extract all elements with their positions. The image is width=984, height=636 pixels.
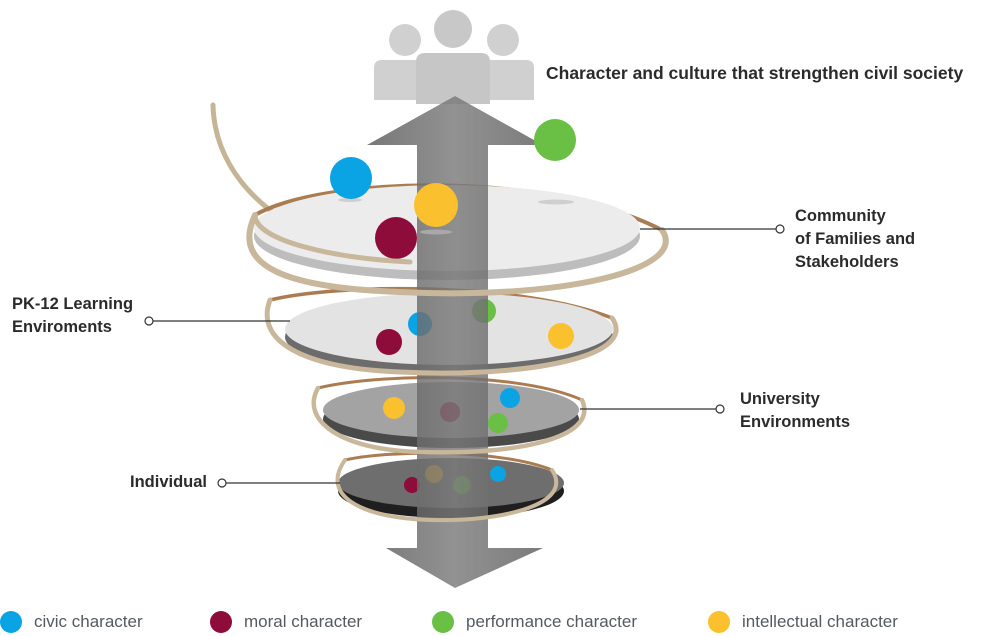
legend-label-intellectual: intellectual character bbox=[742, 612, 898, 631]
people-group-icon bbox=[374, 10, 534, 104]
label-community-line-2: of Families and bbox=[795, 230, 916, 248]
label-pk12-line-1: PK-12 Learning bbox=[12, 295, 134, 313]
label-community: Community of Families and Stakeholders bbox=[795, 205, 915, 274]
legend: civic character moral character performa… bbox=[0, 607, 984, 636]
label-community-line-3: Stakeholders bbox=[795, 253, 899, 271]
central-double-arrow bbox=[367, 96, 543, 588]
legend-item-performance: performance character bbox=[432, 611, 637, 633]
legend-item-moral: moral character bbox=[210, 611, 362, 633]
floating-dots bbox=[330, 119, 576, 259]
label-pk12: PK-12 Learning Enviroments bbox=[12, 293, 133, 339]
legend-label-performance: performance character bbox=[466, 612, 638, 631]
legend-label-civic: civic character bbox=[34, 612, 143, 631]
label-university: University Environments bbox=[740, 388, 850, 434]
leader-lines bbox=[144, 224, 785, 488]
intellectual-dot-icon bbox=[708, 611, 730, 633]
civic-dot-icon bbox=[0, 611, 22, 633]
legend-label-moral: moral character bbox=[244, 612, 363, 631]
society-title: Character and culture that strengthen ci… bbox=[546, 63, 964, 83]
moral-dot-icon bbox=[210, 611, 232, 633]
disc-dots bbox=[376, 299, 574, 494]
spiral-front bbox=[246, 212, 669, 523]
performance-dot-icon bbox=[432, 611, 454, 633]
legend-item-civic: civic character bbox=[0, 611, 143, 633]
label-university-line-1: University bbox=[740, 390, 820, 408]
legend-item-intellectual: intellectual character bbox=[708, 611, 898, 633]
label-community-line-1: Community bbox=[795, 207, 886, 225]
label-pk12-line-2: Enviroments bbox=[12, 318, 112, 336]
label-individual: Individual bbox=[130, 473, 208, 491]
label-university-line-2: Environments bbox=[740, 413, 851, 431]
